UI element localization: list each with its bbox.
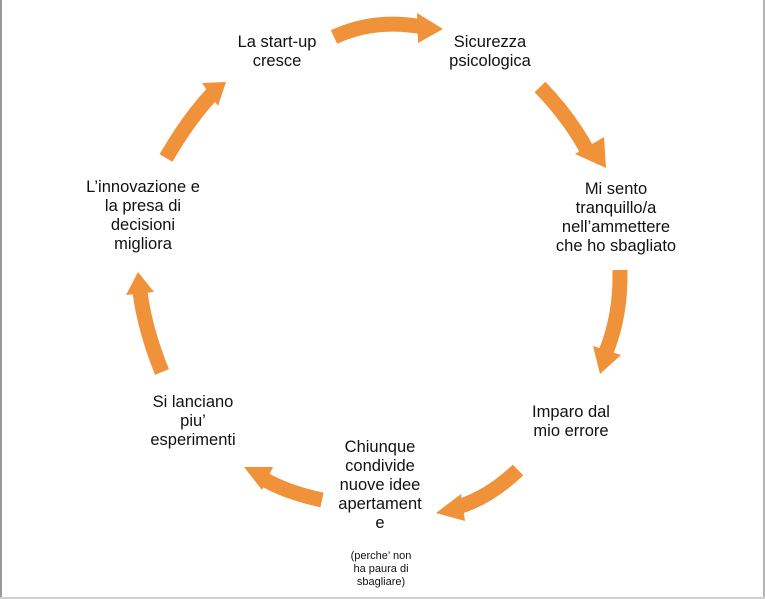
step-learn-from-error: Imparo dal mio errore <box>532 403 610 440</box>
arrowhead-upper-left <box>202 82 226 106</box>
arrow-lower-right <box>455 464 524 515</box>
step-psychological-safety: Sicurezza psicologica <box>449 33 531 70</box>
step-more-experiments: Si lanciano piu’ esperimenti <box>150 393 236 449</box>
arrow-top <box>330 16 425 44</box>
arrowhead-right <box>593 346 621 374</box>
step-share-ideas: Chiunque condivide nuove idee apertament… <box>338 438 422 532</box>
left-border <box>0 0 2 599</box>
step-admit-mistake: Mi sento tranquillo/a nell’ammettere che… <box>555 180 677 255</box>
bottom-border <box>0 597 765 599</box>
arrowhead-left <box>126 272 154 295</box>
share-ideas-note: (perche’ non ha paura di sbagliare) <box>350 550 412 588</box>
arrow-left <box>132 290 169 375</box>
arrowhead-upper-right <box>575 137 606 168</box>
arrow-right <box>599 269 628 355</box>
arrow-upper-right <box>534 81 595 156</box>
arrowhead-top <box>417 13 443 43</box>
step-start-up-grows: La start-up cresce <box>237 33 317 70</box>
arrow-upper-left <box>159 88 218 162</box>
arrow-bottom-left <box>258 471 324 508</box>
arrowhead-bottom-left <box>244 467 273 490</box>
right-border <box>763 0 765 599</box>
step-innovation-improves: L’innovazione e la presa di decisioni mi… <box>86 178 200 253</box>
arrowhead-lower-right <box>436 494 465 521</box>
